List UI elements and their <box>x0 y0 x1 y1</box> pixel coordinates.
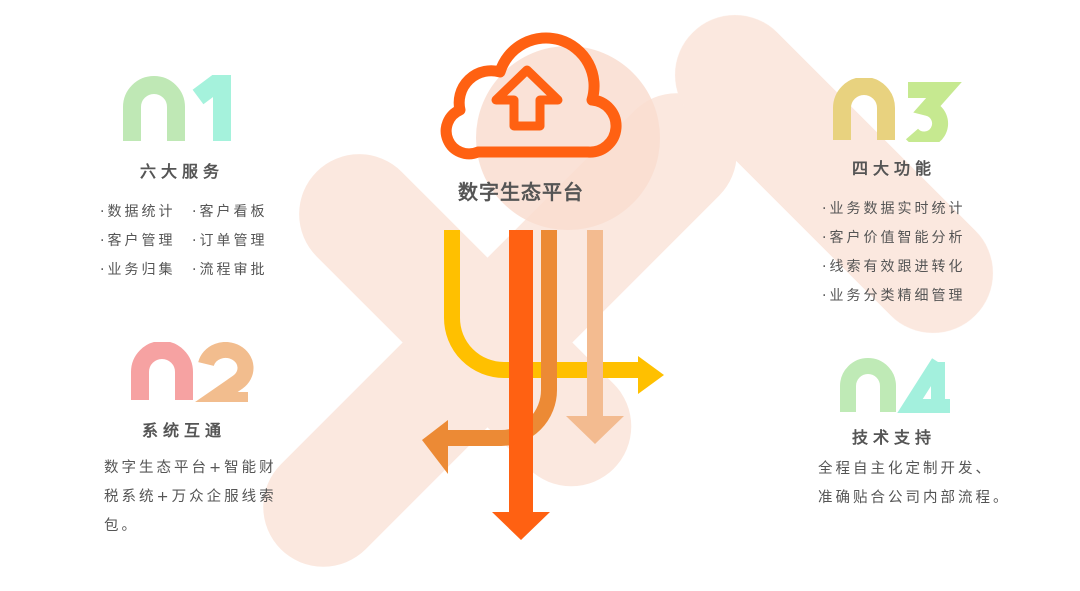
cloud-backdrop-circle <box>476 46 660 230</box>
number-01 <box>123 75 231 141</box>
amber-arrow <box>446 230 557 446</box>
orange-arrowhead <box>492 512 550 540</box>
section-title-01: 六大服务 <box>140 162 225 181</box>
section-text-04: 全程自主化定制开发、 准确贴合公司内部流程。 <box>818 455 1011 513</box>
section-text-02: 数字生态平台+智能财 税系统+万众企服线索 包。 <box>104 454 277 541</box>
list-item: ·数据统计 <box>100 204 176 220</box>
list-item: ·业务数据实时统计 <box>822 201 966 217</box>
list-item: ·客户看板 <box>192 204 268 220</box>
list-item: ·订单管理 <box>192 233 268 249</box>
list-item: ·客户管理 <box>100 233 176 249</box>
cloud-upload-icon <box>440 32 622 160</box>
text-line: 数字生态平台+智能财 <box>104 460 277 476</box>
center-title: 数字生态平台 <box>458 180 584 204</box>
list-item: ·线索有效跟进转化 <box>822 259 966 275</box>
number-02 <box>131 342 254 402</box>
peach-arrowhead <box>566 416 624 444</box>
peach-arrow <box>587 230 603 420</box>
text-line: 包。 <box>104 518 139 534</box>
section-list-01: ·数据统计 ·客户看板 ·客户管理 ·订单管理 ·业务归集 ·流程审批 <box>100 198 284 285</box>
section-title-02: 系统互通 <box>142 421 227 440</box>
list-item: ·业务归集 <box>100 262 176 278</box>
number-03 <box>833 78 962 142</box>
amber-arrowhead <box>422 420 448 474</box>
section-title-04: 技术支持 <box>852 428 937 447</box>
section-list-03: ·业务数据实时统计 ·客户价值智能分析 ·线索有效跟进转化 ·业务分类精细管理 <box>822 195 965 311</box>
list-item: ·流程审批 <box>192 262 268 278</box>
text-line: 全程自主化定制开发、 <box>818 461 993 477</box>
number-04 <box>840 358 950 413</box>
yellow-arrowhead <box>638 356 664 394</box>
yellow-arrow <box>444 230 640 378</box>
text-line: 税系统+万众企服线索 <box>104 489 277 505</box>
list-item: ·客户价值智能分析 <box>822 230 966 246</box>
text-line: 准确贴合公司内部流程。 <box>818 490 1011 506</box>
section-title-03: 四大功能 <box>852 159 937 178</box>
list-item: ·业务分类精细管理 <box>822 288 966 304</box>
orange-arrow <box>509 230 533 520</box>
band-right-down <box>675 15 993 333</box>
